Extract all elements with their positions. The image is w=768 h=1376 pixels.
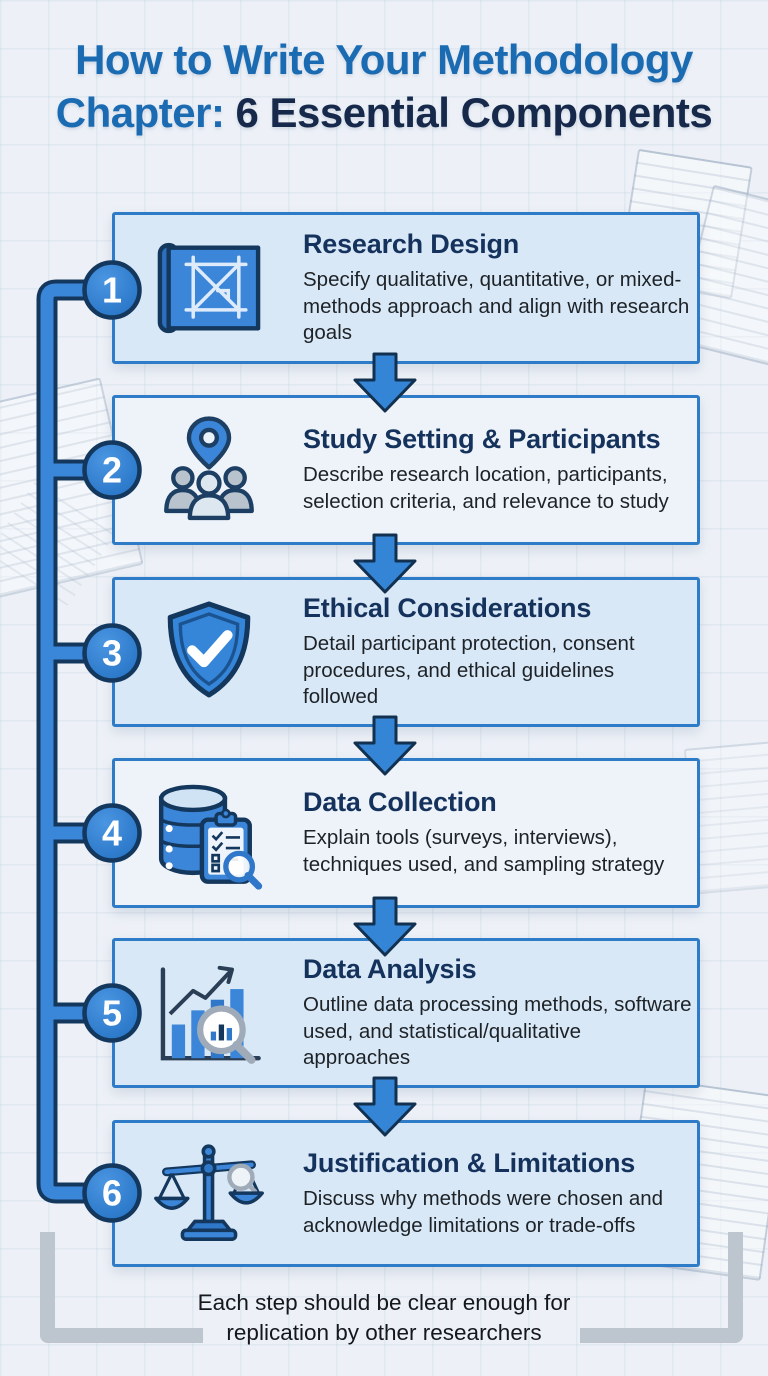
title-line2-blue: Chapter: xyxy=(55,88,225,136)
step-title: Data Analysis xyxy=(303,954,477,985)
step-title: Ethical Considerations xyxy=(303,593,592,624)
step-card-study-setting: Study Setting & Participants Describe re… xyxy=(112,395,700,545)
bar-chart-magnifier-icon xyxy=(115,955,303,1071)
balance-scale-magnifier-icon xyxy=(115,1135,303,1253)
page-title: How to Write Your Methodology Chapter:6 … xyxy=(0,34,768,140)
step-title: Justification & Limitations xyxy=(303,1147,636,1178)
step-title: Study Setting & Participants xyxy=(303,424,661,455)
footer-note: Each step should be clear enough for rep… xyxy=(197,1290,571,1346)
step-card-justification-limitations: Justification & Limitations Discuss why … xyxy=(112,1120,700,1267)
step-title: Research Design xyxy=(303,229,520,260)
step-description: Discuss why methods were chosen and ackn… xyxy=(303,1186,664,1237)
step-description: Describe research location, participants… xyxy=(303,463,669,513)
blueprint-icon xyxy=(115,231,303,345)
step-card-research-design: Research Design Specify qualitative, qua… xyxy=(112,212,700,364)
footer-bracket-left xyxy=(40,1232,203,1343)
step-description: Specify qualitative, quantitative, or mi… xyxy=(303,268,690,345)
title-line2: Chapter:6 Essential Components xyxy=(0,87,768,140)
connector-spine xyxy=(36,279,97,1204)
step-description: Detail participant protection, consent p… xyxy=(303,632,635,709)
step-description: Explain tools (surveys, interviews), tec… xyxy=(303,826,665,876)
step-card-ethical-considerations: Ethical Considerations Detail participan… xyxy=(112,577,700,727)
step-card-data-collection: Data Collection Explain tools (surveys, … xyxy=(112,758,700,908)
title-line1: How to Write Your Methodology xyxy=(75,36,693,83)
step-card-data-analysis: Data Analysis Outline data processing me… xyxy=(112,938,700,1088)
decorative-hatch-lines xyxy=(0,473,121,607)
database-clipboard-magnifier-icon xyxy=(115,775,303,891)
location-participants-icon xyxy=(115,412,303,528)
step-title: Data Collection xyxy=(303,787,497,818)
shield-check-icon xyxy=(115,596,303,708)
step-description: Outline data processing methods, softwar… xyxy=(303,993,692,1070)
title-line2-dark: 6 Essential Components xyxy=(235,88,713,136)
